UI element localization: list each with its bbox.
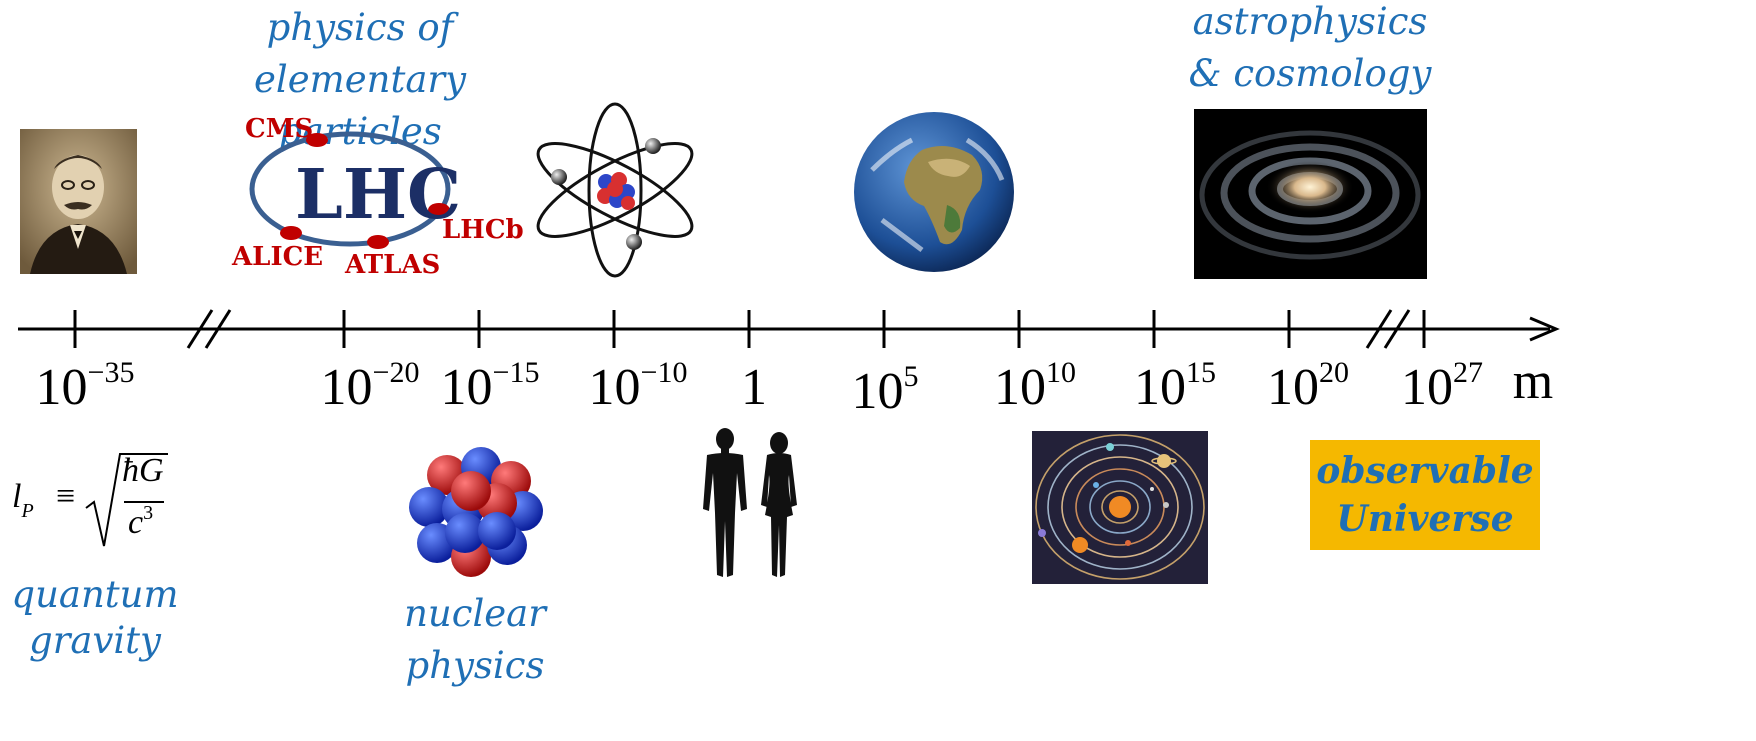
formula-numerator: ħG xyxy=(122,452,164,489)
scale-axis xyxy=(18,309,1560,349)
quantum-gravity-line1: quantum xyxy=(11,573,179,616)
tick-label: 1027 xyxy=(1401,356,1483,416)
galaxy-icon xyxy=(1194,109,1427,279)
tick-label: 10−20 xyxy=(320,356,420,416)
lhc-lhcb-dot xyxy=(428,203,450,217)
tick-label: 10−10 xyxy=(588,356,688,416)
particle-physics-label: physics of elementary particles xyxy=(180,2,540,158)
formula-denominator: c xyxy=(128,504,144,541)
axis-unit-label: m xyxy=(1512,353,1554,410)
observable-universe-box: observable Universe xyxy=(1310,440,1540,550)
formula-sub: P xyxy=(21,500,34,522)
observable-line1: observable xyxy=(1316,450,1534,492)
lhc-lhcb-label: LHCb xyxy=(442,215,524,245)
tick-label: 10−15 xyxy=(440,356,540,416)
earth-icon xyxy=(854,112,1014,272)
astro-line2: & cosmology xyxy=(1188,52,1432,95)
lhc-alice-label: ALICE xyxy=(232,242,324,272)
tick-label: 1 xyxy=(741,359,767,416)
quantum-gravity-label: quantum gravity xyxy=(0,572,190,664)
astro-line1: astrophysics xyxy=(1192,0,1428,43)
axis-arrowhead xyxy=(1529,316,1560,342)
lhc-title: LHC xyxy=(295,155,462,235)
formula-den-exp: 3 xyxy=(143,502,154,524)
planck-portrait-icon xyxy=(20,129,137,274)
planck-length-formula: lP ≡ ħG c3 xyxy=(10,448,170,553)
lhc-ring-icon xyxy=(249,131,451,249)
humans-icon xyxy=(703,428,797,577)
axis-break-left xyxy=(186,309,232,349)
atom-icon xyxy=(536,102,694,278)
lhc-cms-label: CMS xyxy=(245,114,314,144)
nucleus-icon xyxy=(409,447,543,577)
axis-break-right xyxy=(1365,309,1411,349)
nuclear-physics-label: nuclear physics xyxy=(404,592,546,687)
tick-label: 105 xyxy=(851,360,919,420)
tick-label: 10−35 xyxy=(35,356,135,416)
tick-label: 1015 xyxy=(1134,356,1216,416)
tick-label: 1020 xyxy=(1267,356,1349,416)
formula-lhs: l xyxy=(12,478,22,515)
formula-op: ≡ xyxy=(56,478,76,515)
lhc-atlas-dot xyxy=(367,235,389,249)
astro-label: astrophysics & cosmology xyxy=(1160,0,1460,100)
particle-physics-line1: physics of xyxy=(266,6,454,49)
lhc-cms-dot xyxy=(306,133,328,147)
lhc-alice-dot xyxy=(280,226,302,240)
lhc-atlas-label: ATLAS xyxy=(345,250,441,280)
quantum-gravity-line2: gravity xyxy=(29,619,161,662)
observable-line2: Universe xyxy=(1336,498,1514,540)
tick-label: 1010 xyxy=(994,356,1076,416)
solar-system-icon xyxy=(1032,431,1208,584)
